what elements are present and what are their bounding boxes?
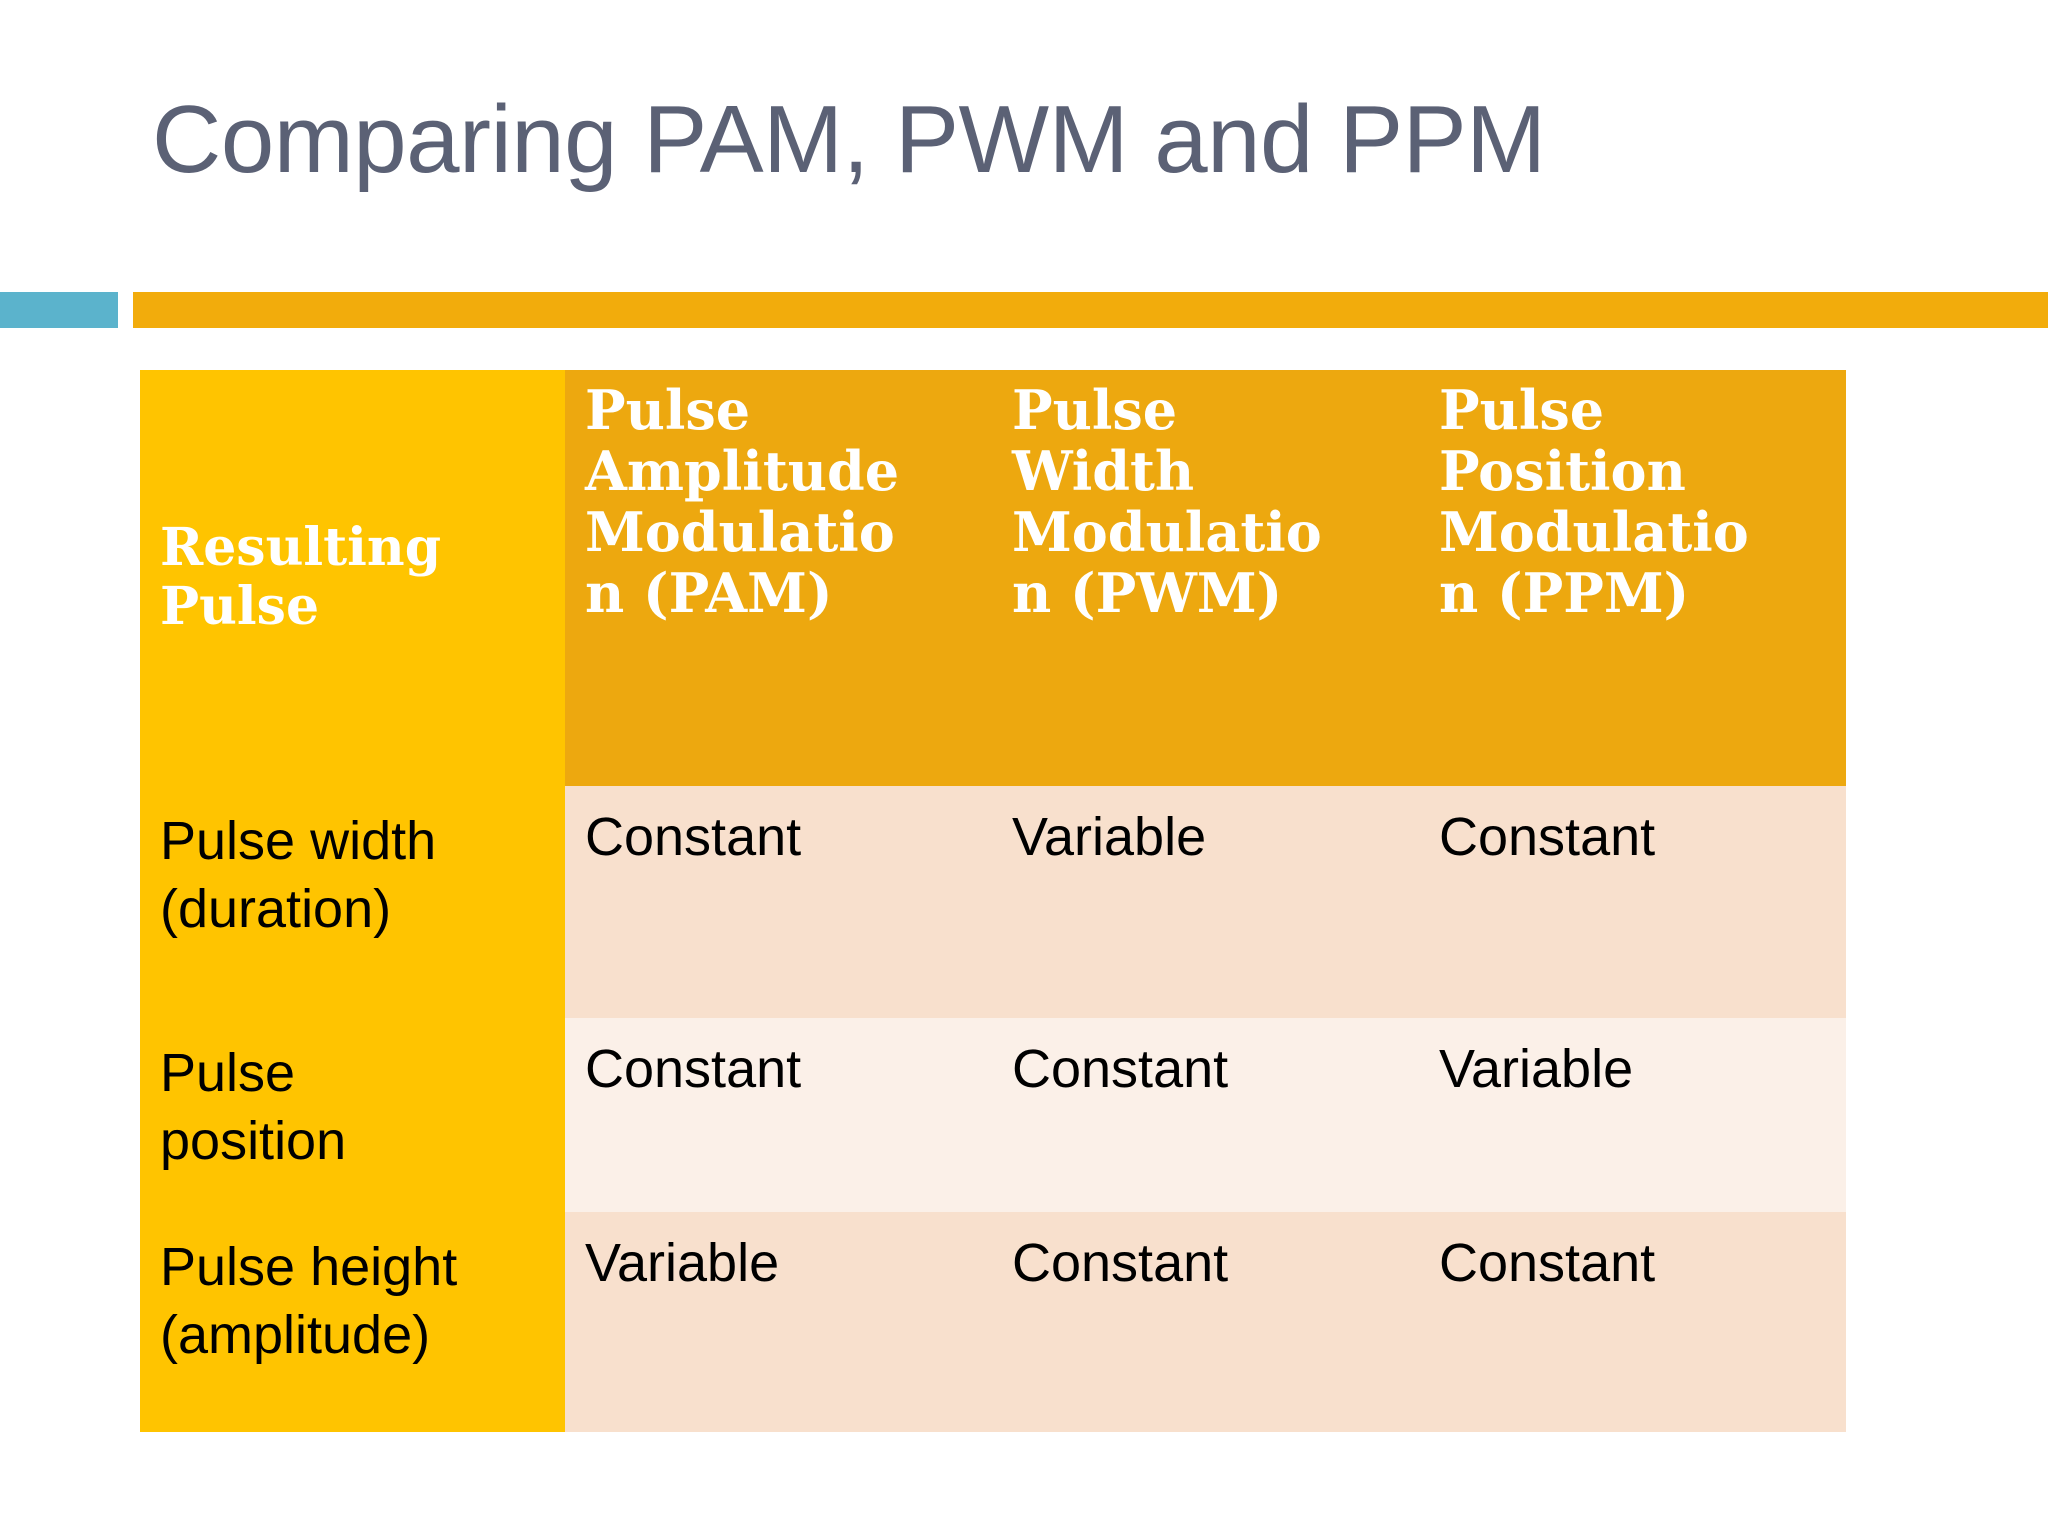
- header-line: Modulatio: [1012, 500, 1322, 565]
- cell-pulse-height-pam: Variable: [565, 1212, 992, 1432]
- header-line: Modulatio: [1439, 500, 1749, 565]
- page-title: Comparing PAM, PWM and PPM: [152, 86, 1546, 193]
- header-line: Pulse: [585, 378, 751, 442]
- row-label-line: Pulse width: [160, 811, 437, 871]
- table-row: Pulse height (amplitude) Variable Consta…: [140, 1212, 1846, 1432]
- row-label-pulse-height: Pulse height (amplitude): [140, 1212, 565, 1432]
- header-line: Amplitude: [585, 439, 900, 504]
- cell-pulse-width-pwm: Variable: [992, 786, 1419, 1018]
- cell-pulse-position-pwm: Constant: [992, 1018, 1419, 1212]
- table-header: Resulting Pulse Pulse Amplitude Modulati…: [140, 370, 1846, 786]
- header-line: Modulatio: [585, 500, 895, 565]
- column-header-pwm: Pulse Width Modulatio n (PWM): [992, 370, 1419, 786]
- header-line: Width: [1012, 439, 1195, 504]
- header-line: Resulting: [160, 517, 442, 579]
- comparison-table: Resulting Pulse Pulse Amplitude Modulati…: [140, 370, 1846, 1432]
- row-label-line: Pulse height: [160, 1237, 458, 1297]
- table-header-row: Resulting Pulse Pulse Amplitude Modulati…: [140, 370, 1846, 786]
- cell-pulse-width-pam: Constant: [565, 786, 992, 1018]
- cell-pulse-height-ppm: Constant: [1419, 1212, 1846, 1432]
- row-label-pulse-position: Pulse position: [140, 1018, 565, 1212]
- cell-pulse-width-ppm: Constant: [1419, 786, 1846, 1018]
- header-line: n (PPM): [1439, 561, 1690, 626]
- row-label-line: (amplitude): [160, 1304, 431, 1365]
- header-line: Pulse: [1012, 378, 1178, 442]
- accent-bar-teal: [0, 292, 118, 328]
- row-label-line: (duration): [160, 878, 392, 939]
- row-label-line: Pulse: [160, 1043, 296, 1103]
- accent-bar-orange: [133, 292, 2048, 328]
- table-row: Pulse width (duration) Constant Variable…: [140, 786, 1846, 1018]
- header-line: Pulse: [160, 576, 320, 637]
- column-header-resulting-pulse: Resulting Pulse: [140, 370, 565, 786]
- header-line: n (PWM): [1012, 561, 1283, 626]
- cell-pulse-position-pam: Constant: [565, 1018, 992, 1212]
- column-header-pam: Pulse Amplitude Modulatio n (PAM): [565, 370, 992, 786]
- cell-pulse-position-ppm: Variable: [1419, 1018, 1846, 1212]
- table-row: Pulse position Constant Constant Variabl…: [140, 1018, 1846, 1212]
- header-line: n (PAM): [585, 561, 833, 626]
- column-header-ppm: Pulse Position Modulatio n (PPM): [1419, 370, 1846, 786]
- row-label-line: position: [160, 1110, 347, 1171]
- table-body: Pulse width (duration) Constant Variable…: [140, 786, 1846, 1432]
- header-line: Pulse: [1439, 378, 1605, 442]
- header-line: Position: [1439, 439, 1686, 504]
- cell-pulse-height-pwm: Constant: [992, 1212, 1419, 1432]
- row-label-pulse-width: Pulse width (duration): [140, 786, 565, 1018]
